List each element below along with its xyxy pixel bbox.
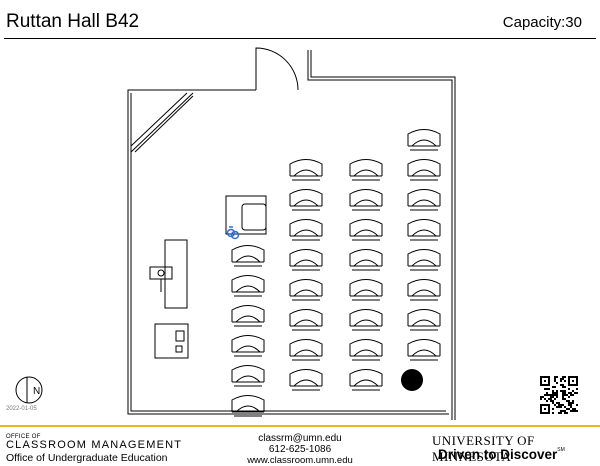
seat: [231, 335, 265, 357]
seating-area: [231, 129, 441, 417]
seat: [407, 279, 441, 301]
seat: [349, 279, 383, 301]
room-title: Ruttan Hall B42: [6, 11, 140, 32]
seat: [407, 159, 441, 181]
north-compass: [15, 376, 43, 404]
office-subtitle: Office of Undergraduate Education: [6, 452, 168, 464]
seat: [289, 369, 323, 391]
seat: [289, 339, 323, 361]
seat: [289, 159, 323, 181]
seat: [231, 305, 265, 327]
seat: [349, 309, 383, 331]
seat: [407, 189, 441, 211]
footer-divider: [0, 425, 600, 427]
seat: [349, 189, 383, 211]
seat: [231, 365, 265, 387]
seat: [407, 249, 441, 271]
av-lectern: [154, 323, 189, 359]
seat: [289, 249, 323, 271]
seat: [289, 309, 323, 331]
instructor-desk: [149, 239, 188, 309]
university-logo-text: UNIVERSITY OF MINNESOTA: [432, 433, 535, 464]
seat: [349, 369, 383, 391]
accessible-table: [225, 195, 267, 235]
date-stamp: 2022-01-05: [6, 406, 37, 412]
seat: [289, 189, 323, 211]
contact-email[interactable]: classrm@umn.edu: [258, 433, 342, 444]
seat: [289, 219, 323, 241]
seat: [407, 129, 441, 151]
seat: [349, 339, 383, 361]
contact-phone[interactable]: 612-625-1086: [268, 444, 332, 455]
university-slogan: Driven to DiscoverSM: [438, 447, 565, 462]
wheelchair-icon: [226, 226, 240, 240]
qr-code[interactable]: [540, 376, 578, 414]
seat: [231, 275, 265, 297]
title-divider: [4, 38, 596, 39]
seat: [407, 309, 441, 331]
seat: [231, 395, 265, 417]
seat: [231, 245, 265, 267]
seat: [349, 159, 383, 181]
seat: [349, 249, 383, 271]
seat: [407, 219, 441, 241]
accessible-space-marker: [401, 369, 423, 391]
capacity-label: Capacity:30: [502, 14, 582, 31]
seat: [289, 279, 323, 301]
office-of-label: OFFICE OF: [6, 434, 41, 440]
room-walls: [127, 47, 456, 420]
slogan-text: Driven to Discover: [438, 447, 558, 462]
office-name: CLASSROOM MANAGEMENT: [6, 439, 183, 451]
compass-letter: N: [33, 386, 40, 397]
contact-website[interactable]: www.classroom.umn.edu: [247, 455, 353, 466]
seat: [349, 219, 383, 241]
service-mark: SM: [557, 447, 565, 453]
seat: [407, 339, 441, 361]
